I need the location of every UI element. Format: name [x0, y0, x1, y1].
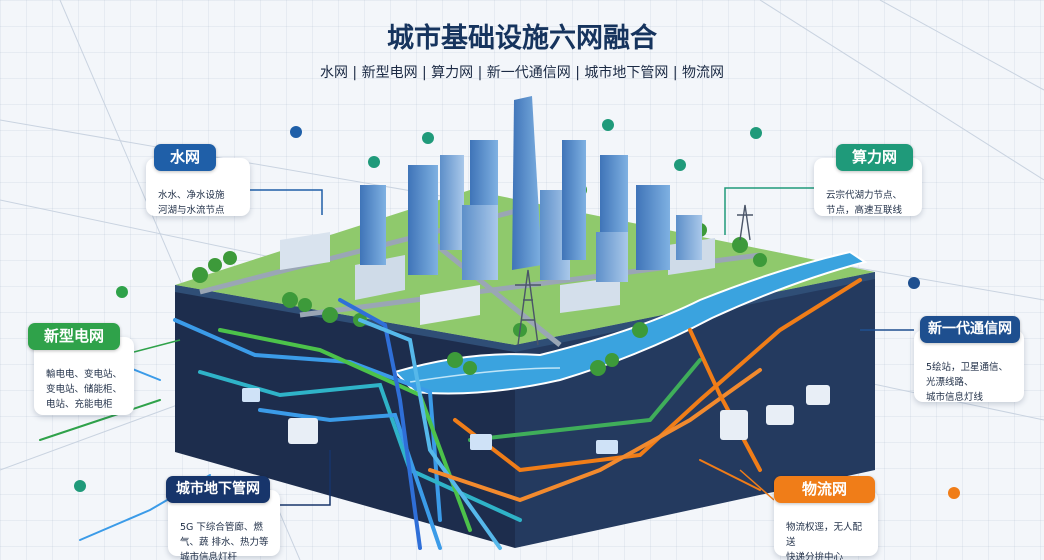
underground-pipe-card: 城市地下管网 5G 下综合管廊、燃 气、蔬 排水、热力等 城市信息灯杆 [166, 476, 280, 560]
logistics-network-title: 物流网 [774, 476, 876, 503]
card-connectors [133, 187, 914, 506]
communication-network-card: 新一代通信网 5绘站，卫星通信、 光漂线路、 城市信息灯线 [914, 316, 1024, 403]
logistics-network-card: 物流网 物流权逕，无人配送 快递分拚中心 运输线路 [774, 476, 878, 560]
underground-equipment [242, 385, 830, 454]
compute-network-title: 算力网 [836, 144, 914, 171]
water-network-title: 水网 [154, 144, 217, 171]
power-pylons [515, 204, 753, 346]
location-pins [74, 119, 960, 499]
underground-pipe-desc: 5G 下综合管廊、燃 气、蔬 排水、热力等 城市信息灯杆 [180, 522, 269, 560]
logistics-network-desc: 物流权逕，无人配送 快递分拚中心 运输线路 [786, 522, 863, 560]
river [393, 250, 868, 395]
power-grid-desc: 輸电电、变电站、 变电站、储能柜、 电站、充能电柜 [46, 369, 123, 410]
page-subtitle: 水网 | 新型电网 | 算力网 | 新一代通信网 | 城市地下管网 | 物流网 [319, 65, 725, 81]
underground-pipes [39, 278, 862, 550]
compute-network-card: 算力网 云宗代湖力节点、 节点，高速互联线 [814, 144, 922, 216]
water-network-card: 水网 水水、净水设施 河湖与水流节点 [146, 144, 250, 216]
underground-left-face [175, 285, 515, 548]
underground-pipe-title: 城市地下管网 [166, 476, 270, 503]
water-network-desc: 水水、净水设施 河湖与水流节点 [158, 190, 225, 216]
communication-network-title: 新一代通信网 [920, 316, 1020, 343]
power-grid-title: 新型电网 [28, 323, 121, 350]
skyscrapers [360, 96, 702, 282]
page-title: 城市基础设施六网融合 [387, 23, 657, 54]
communication-network-desc: 5绘站，卫星通信、 光漂线路、 城市信息灯线 [926, 362, 1009, 403]
compute-network-desc: 云宗代湖力节点、 节点，高速互联线 [826, 190, 903, 216]
power-grid-card: 新型电网 輸电电、变电站、 变电站、储能柜、 电站、充能电柜 [28, 323, 134, 415]
